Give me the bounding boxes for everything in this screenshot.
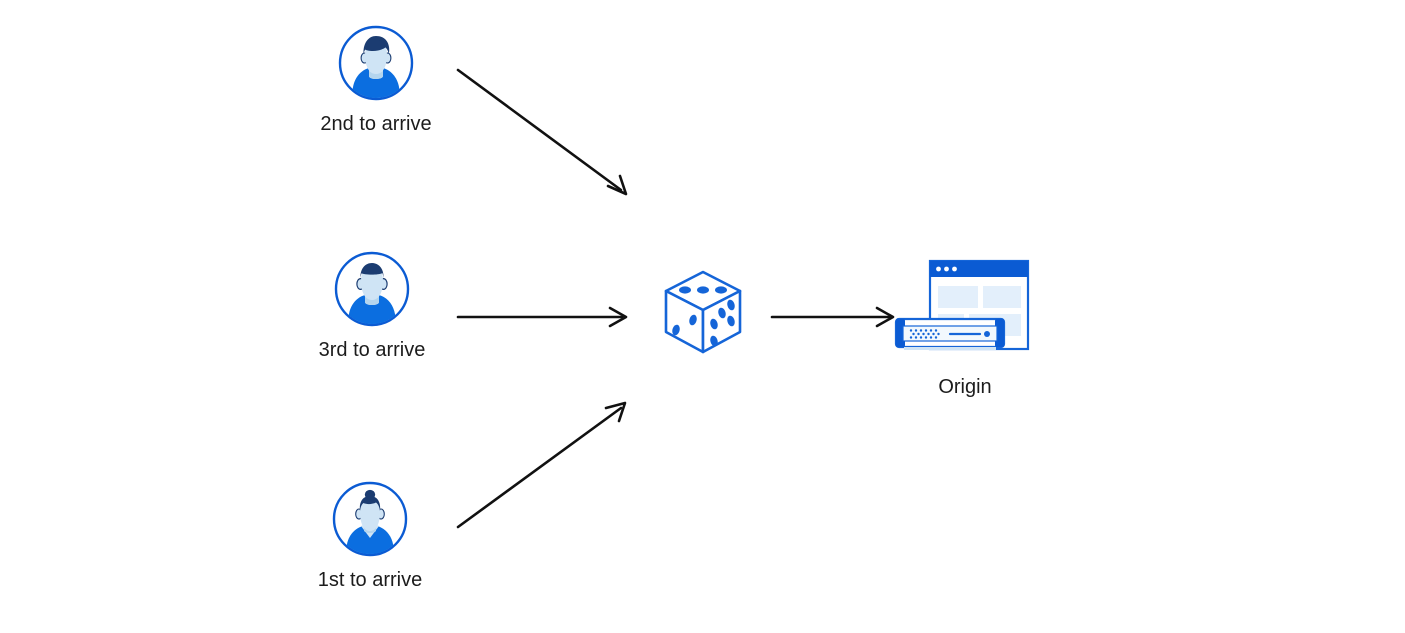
node-user-3[interactable]: 3rd to arrive <box>302 251 442 363</box>
router-device-icon <box>894 317 1006 350</box>
node-label: 2nd to arrive <box>320 113 432 135</box>
origin-server-icon <box>890 255 1040 360</box>
node-user-2[interactable]: 2nd to arrive <box>306 25 446 137</box>
node-label: 3rd to arrive <box>318 339 426 361</box>
edge-dice-origin <box>770 306 895 328</box>
node-user-1[interactable]: 1st to arrive <box>300 481 440 593</box>
node-label: 1st to arrive <box>317 569 423 591</box>
user-avatar-icon <box>332 481 408 557</box>
user-avatar-icon <box>338 25 414 101</box>
dice-icon <box>660 268 746 356</box>
user-avatar-icon <box>334 251 410 327</box>
node-label: Origin <box>938 376 992 398</box>
edge-user2-dice <box>456 68 628 196</box>
node-origin[interactable]: Origin <box>890 255 1040 400</box>
edge-user1-dice <box>456 401 627 529</box>
node-dice[interactable] <box>660 268 746 356</box>
edge-user3-dice <box>456 306 628 328</box>
